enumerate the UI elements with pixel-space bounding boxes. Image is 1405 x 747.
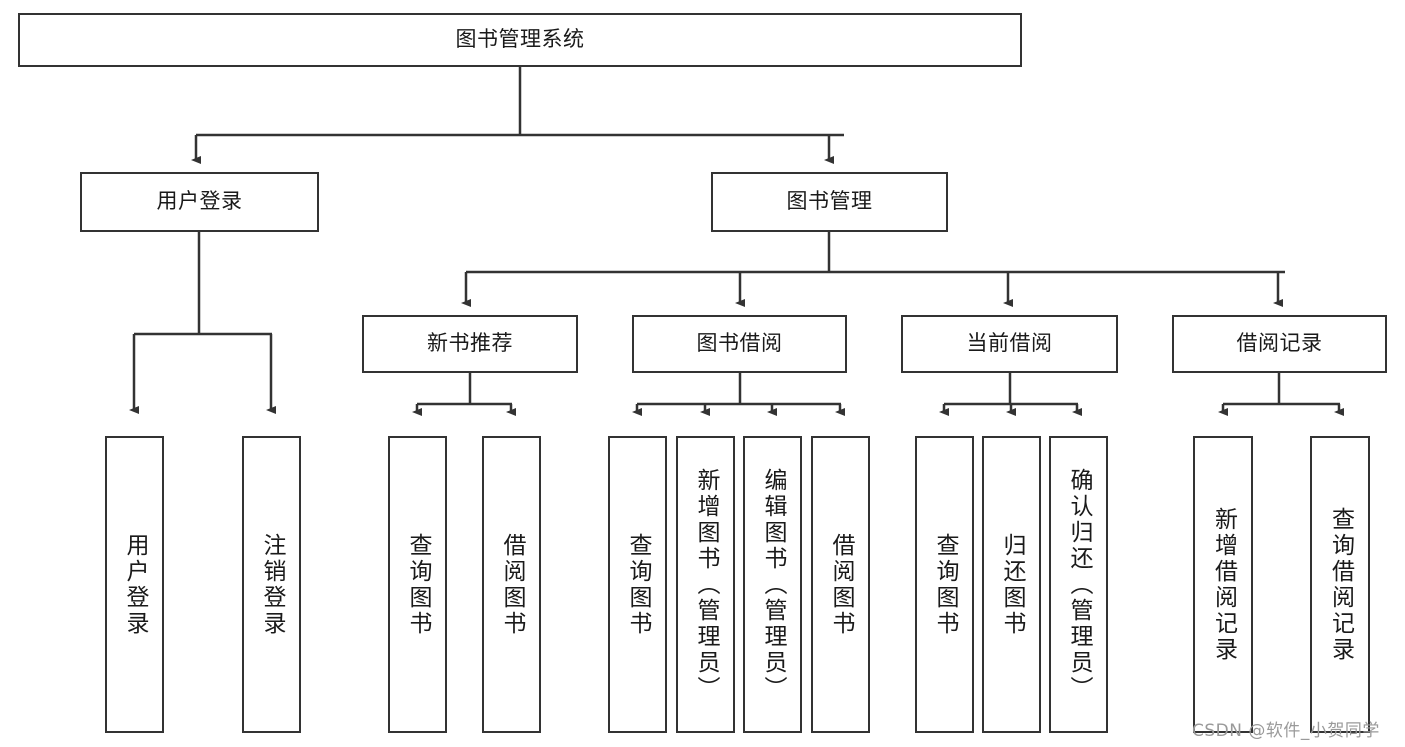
node-label: 图书借阅	[696, 331, 783, 356]
node-leaf-book-borrow-borrow[interactable]: 借阅图书	[811, 436, 870, 733]
node-book-borrow[interactable]: 图书借阅	[632, 315, 847, 373]
node-leaf-book-borrow-add[interactable]: 新增图书（管理员）	[676, 436, 735, 733]
node-leaf-book-borrow-edit[interactable]: 编辑图书（管理员）	[743, 436, 802, 733]
node-label: 新书推荐	[427, 331, 513, 356]
node-label: 查询图书	[625, 532, 651, 637]
node-label: 查询图书	[405, 532, 431, 637]
node-label: 新增图书（管理员）	[693, 467, 719, 702]
node-leaf-borrow-record-query[interactable]: 查询借阅记录	[1310, 436, 1370, 733]
node-label: 图书管理系统	[455, 27, 585, 52]
node-label: 借阅记录	[1236, 331, 1323, 356]
node-leaf-book-borrow-query[interactable]: 查询图书	[608, 436, 667, 733]
node-new-book-recommend[interactable]: 新书推荐	[362, 315, 578, 373]
node-borrow-record[interactable]: 借阅记录	[1172, 315, 1387, 373]
node-label: 借阅图书	[828, 532, 854, 637]
node-leaf-new-book-query[interactable]: 查询图书	[388, 436, 447, 733]
node-leaf-new-book-borrow[interactable]: 借阅图书	[482, 436, 541, 733]
node-label: 图书管理	[786, 189, 873, 214]
node-label: 确认归还（管理员）	[1066, 467, 1092, 702]
node-label: 当前借阅	[966, 331, 1053, 356]
node-label: 用户登录	[156, 189, 243, 214]
node-leaf-current-borrow-query[interactable]: 查询图书	[915, 436, 974, 733]
node-label: 查询图书	[932, 532, 958, 637]
node-root-book-management-system[interactable]: 图书管理系统	[18, 13, 1022, 67]
node-book-management[interactable]: 图书管理	[711, 172, 948, 232]
node-leaf-user-login-logout[interactable]: 注销登录	[242, 436, 301, 733]
node-label: 借阅图书	[499, 532, 525, 637]
node-label: 用户登录	[122, 532, 148, 637]
node-current-borrow[interactable]: 当前借阅	[901, 315, 1118, 373]
node-user-login[interactable]: 用户登录	[80, 172, 319, 232]
csdn-watermark: CSDN @软件_小贺同学	[1192, 721, 1380, 741]
node-leaf-current-borrow-confirm-return[interactable]: 确认归还（管理员）	[1049, 436, 1108, 733]
node-leaf-borrow-record-add[interactable]: 新增借阅记录	[1193, 436, 1253, 733]
node-label: 新增借阅记录	[1210, 506, 1237, 663]
node-label: 编辑图书（管理员）	[760, 467, 786, 702]
node-label: 注销登录	[259, 532, 285, 637]
node-leaf-user-login-login[interactable]: 用户登录	[105, 436, 164, 733]
node-label: 归还图书	[999, 532, 1025, 637]
node-leaf-current-borrow-return[interactable]: 归还图书	[982, 436, 1041, 733]
node-label: 查询借阅记录	[1327, 506, 1354, 663]
